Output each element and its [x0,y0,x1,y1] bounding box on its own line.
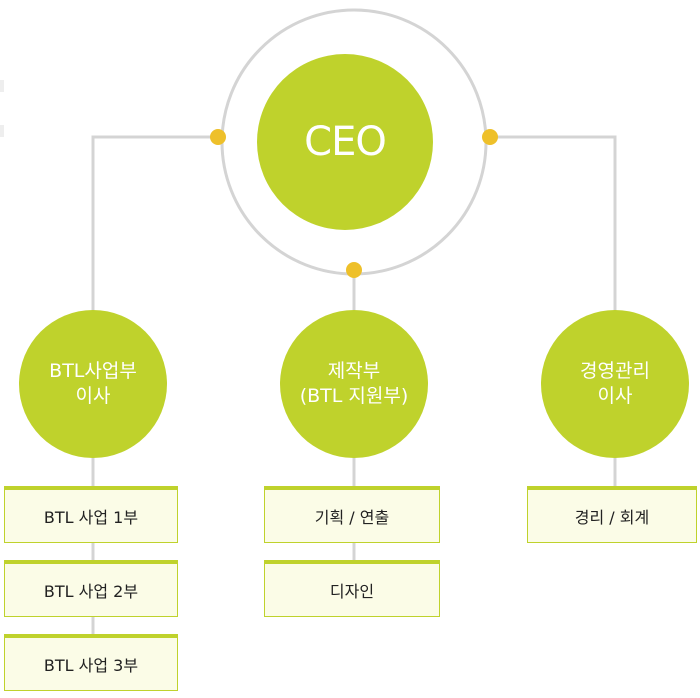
ceo-node: CEO [257,54,433,230]
left-edge-mark [0,125,4,137]
connector-dot-left [210,129,226,145]
department-label: 경리 / 회계 [574,508,650,527]
department-label: BTL 사업 1부 [43,508,139,527]
connector-dot-bottom [346,262,362,278]
department-box-design: 디자인 [264,560,440,617]
director-label-line1: 제작부 [327,360,381,382]
department-label: BTL 사업 3부 [43,656,139,675]
department-box-btl-2: BTL 사업 2부 [4,560,178,617]
director-node-management: 경영관리 이사 [541,310,689,458]
department-box-btl-1: BTL 사업 1부 [4,486,178,543]
left-edge-mark [0,80,4,92]
director-label-line2: 이사 [597,385,633,407]
department-label: 디자인 [329,582,375,601]
department-box-planning: 기획 / 연출 [264,486,440,543]
department-box-accounting: 경리 / 회계 [527,486,697,543]
director-node-production: 제작부 (BTL 지원부) [280,310,428,458]
department-box-btl-3: BTL 사업 3부 [4,634,178,691]
department-label: 기획 / 연출 [314,508,390,527]
director-label-line2: (BTL 지원부) [299,385,409,407]
ceo-label: CEO [304,119,387,165]
director-label-line1: BTL사업부 [49,360,137,382]
connector-dot-right [482,129,498,145]
director-node-btl: BTL사업부 이사 [19,310,167,458]
department-label: BTL 사업 2부 [43,582,139,601]
director-label-line2: 이사 [75,385,111,407]
director-label-line1: 경영관리 [580,360,650,382]
